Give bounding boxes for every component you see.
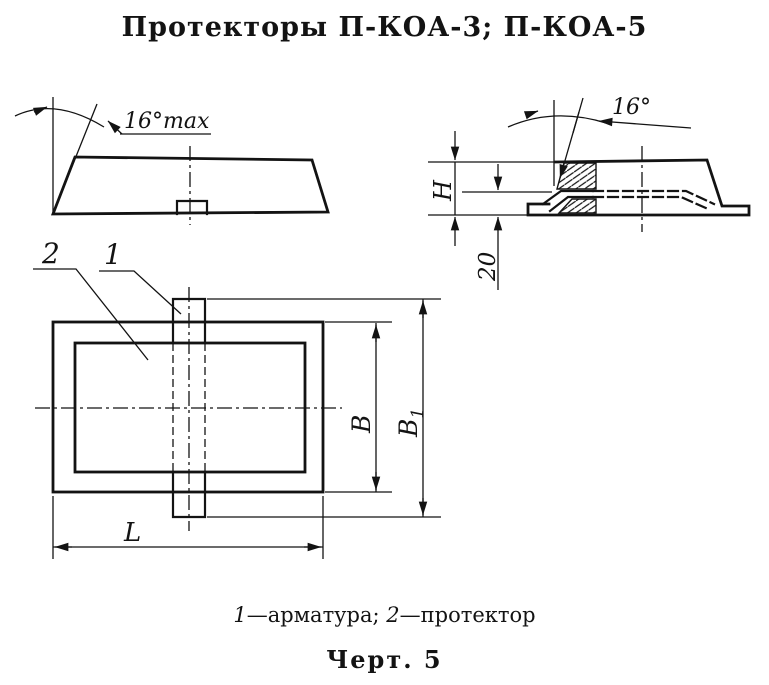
protector-outer-edge (51, 320, 325, 494)
side-view-drawing: 16°max (14, 97, 330, 225)
section-view-drawing: 16° H 20 (428, 95, 751, 290)
section-angle-dim-label: 16° (612, 95, 651, 120)
legend-item1-num: 1 (233, 603, 247, 627)
armature-hidden-top (591, 189, 716, 206)
angle-arc (14, 107, 105, 128)
legend: 1—арматура; 2—протектор (0, 603, 769, 627)
section-arc-arrowhead (523, 110, 539, 120)
section-slant-upper (572, 97, 584, 134)
side-strap-tab (175, 199, 209, 216)
arc-arrowhead (32, 106, 48, 116)
legend-item1-text: —арматура; (246, 603, 387, 627)
armature-top-surface (541, 189, 595, 206)
length-dim-label: L (123, 518, 141, 548)
callout-armature-label: 1 (104, 238, 122, 271)
legend-item2-num: 2 (386, 603, 400, 627)
section-angle-arc (507, 115, 607, 128)
side-angle-dim-label: 16°max (124, 109, 210, 134)
offset-dim-label: 20 (475, 252, 501, 282)
callout-protector-label: 2 (41, 237, 60, 270)
callout-1-leader (99, 270, 182, 315)
hatch-region-lower (557, 198, 597, 214)
protector-side-outline (50, 155, 330, 216)
armature-bottom-surface (548, 195, 595, 213)
legend-item2-text: —протектор (399, 603, 536, 627)
leader-arrow (107, 120, 123, 135)
height-dim-label: H (429, 179, 457, 202)
protector-section-outline (526, 158, 751, 217)
callout-2-leader (33, 268, 149, 361)
figure-caption: Черт. 5 (326, 645, 443, 674)
width-dim-label: B (347, 415, 376, 434)
plan-view-drawing: 2 1 B B1 (33, 237, 441, 559)
armature-hidden-bottom (591, 195, 710, 211)
width1-dim-label: B1 (394, 408, 428, 438)
section-leader (598, 117, 692, 129)
page-title: Протекторы П-КОА-3; П-КОА-5 (121, 12, 648, 43)
